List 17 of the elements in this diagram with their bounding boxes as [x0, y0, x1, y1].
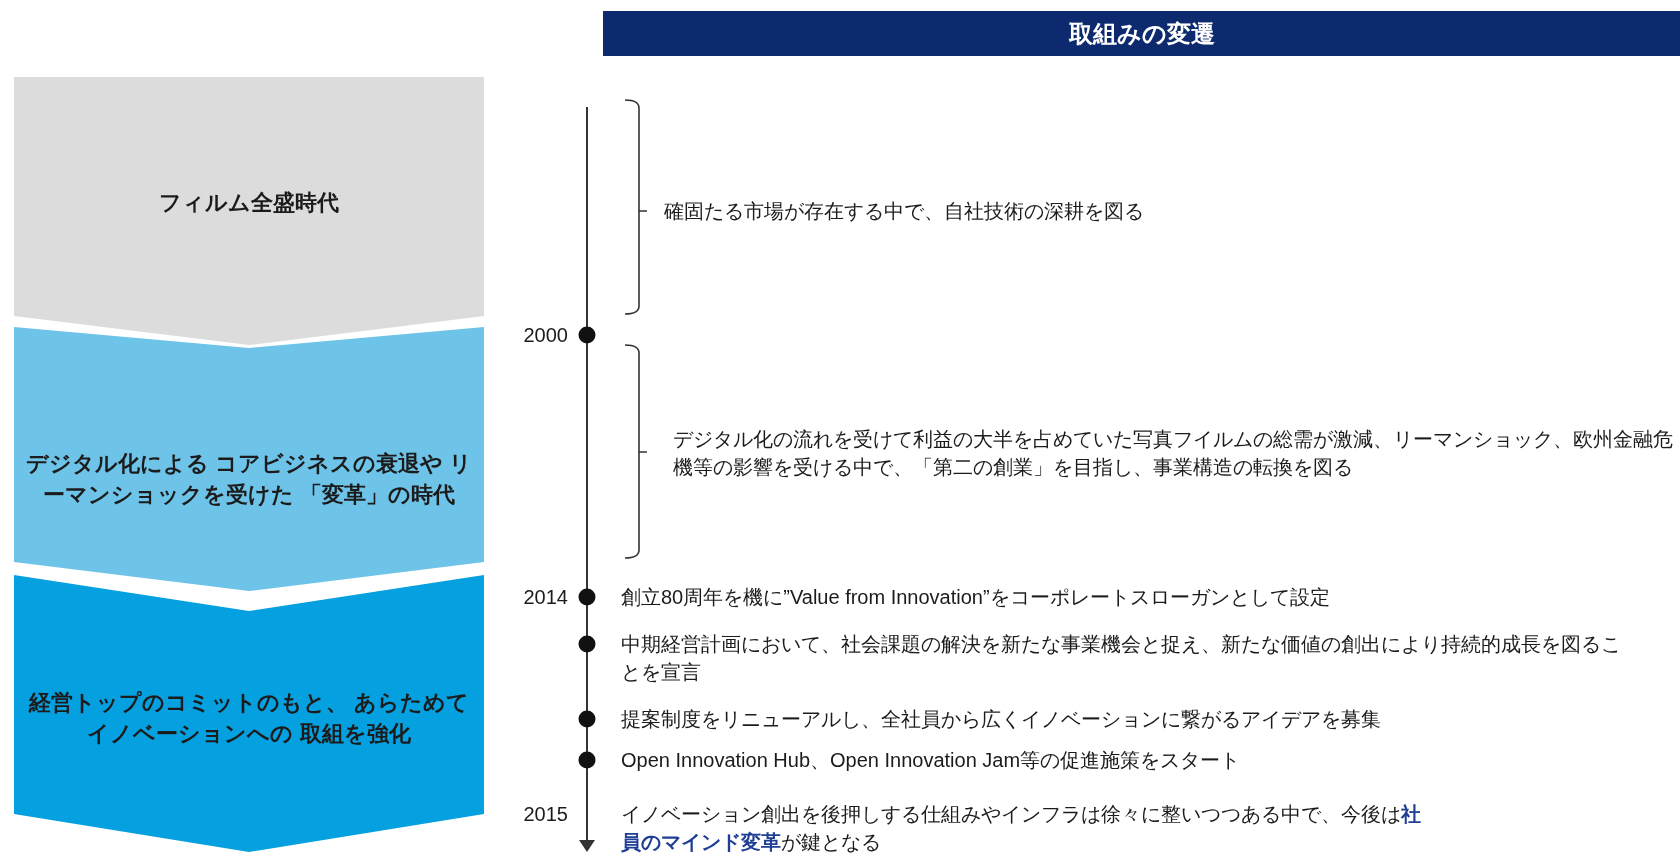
timeline-note: デジタル化の流れを受けて利益の大半を占めていた写真フイルムの総需が激減、リーマンショック、欧州金融危機等の影響を受ける中で、「第二の創業」を目指し、事業構造の転換を図る [673, 427, 1674, 480]
year-label: 2014 [522, 585, 568, 610]
timeline-note: イノベーション創出を後押しする仕組みやインフラは徐々に整いつつある中で、今後は社員のマインド変革が鍵となる [621, 802, 1421, 854]
title-bar: 取組みの変遷 [603, 11, 1680, 56]
year-label: 2015 [522, 802, 568, 827]
timeline-note: Open Innovation Hub、Open Innovation Jam等の促進施策をスタート [621, 748, 1242, 773]
band-label: 経営トップのコミットのもと、 あらためてイノベーションへの 取組を強化 [27, 689, 471, 748]
chevron-band [14, 327, 484, 591]
year-label: 2000 [522, 323, 568, 348]
band-label: フィルム全盛時代 [158, 188, 340, 217]
timeline-note: 創立80周年を機に”Value from Innovation”をコーポレートスローガンとして設定 [621, 585, 1331, 610]
timeline-note: 中期経営計画において、社会課題の解決を新たな事業機会と捉え、新たな価値の創出により持続的成長を図ることを宣言 [621, 632, 1621, 685]
timeline-note: 確固たる市場が存在する中で、自社技術の深耕を図る [664, 199, 1145, 224]
chevron-band [14, 575, 484, 852]
chevron-band [14, 77, 484, 345]
timeline-note: 提案制度をリニューアルし、全社員から広くイノベーションに繋がるアイデアを募集 [621, 707, 1382, 732]
band-label: デジタル化による コアビジネスの衰退や リーマンショックを受けた 「変革」の時代 [24, 450, 474, 509]
